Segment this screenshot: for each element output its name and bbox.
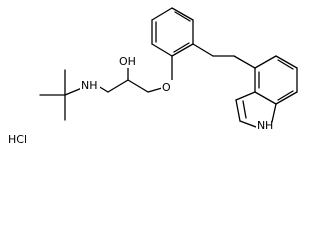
bond <box>254 55 277 69</box>
amine-nh-label: NH <box>81 79 98 92</box>
bond <box>275 55 298 69</box>
bond <box>242 100 247 119</box>
label-bg <box>256 117 267 131</box>
bond <box>192 43 214 57</box>
bond <box>151 7 173 21</box>
bond <box>277 59 294 70</box>
bond <box>171 7 194 21</box>
label-bg <box>118 54 138 68</box>
bond <box>171 43 194 57</box>
bond <box>174 11 191 22</box>
indole-hydrogen-label: H <box>265 119 273 132</box>
bond <box>173 42 190 53</box>
indole-nitrogen-label: N <box>257 119 265 132</box>
label-bg <box>161 80 173 94</box>
bond <box>277 90 294 101</box>
hydrochloride-salt-label: HCl <box>8 133 27 146</box>
bond <box>107 79 129 93</box>
bond <box>235 91 256 101</box>
bond <box>64 87 83 96</box>
bond <box>151 43 173 57</box>
bond <box>127 79 149 93</box>
bond <box>275 91 298 105</box>
structure-canvas: NH OH O N H HCl <box>8 7 298 146</box>
molecule-drawing: NH OH O N H HCl <box>8 7 298 146</box>
label-bg <box>80 78 100 92</box>
bond <box>254 91 277 105</box>
hydroxyl-label: OH <box>119 55 136 68</box>
bond <box>147 87 163 93</box>
bond <box>239 120 257 128</box>
bond <box>271 103 277 123</box>
ether-oxygen-label: O <box>162 81 171 94</box>
bond <box>233 55 256 69</box>
bond <box>235 99 241 122</box>
